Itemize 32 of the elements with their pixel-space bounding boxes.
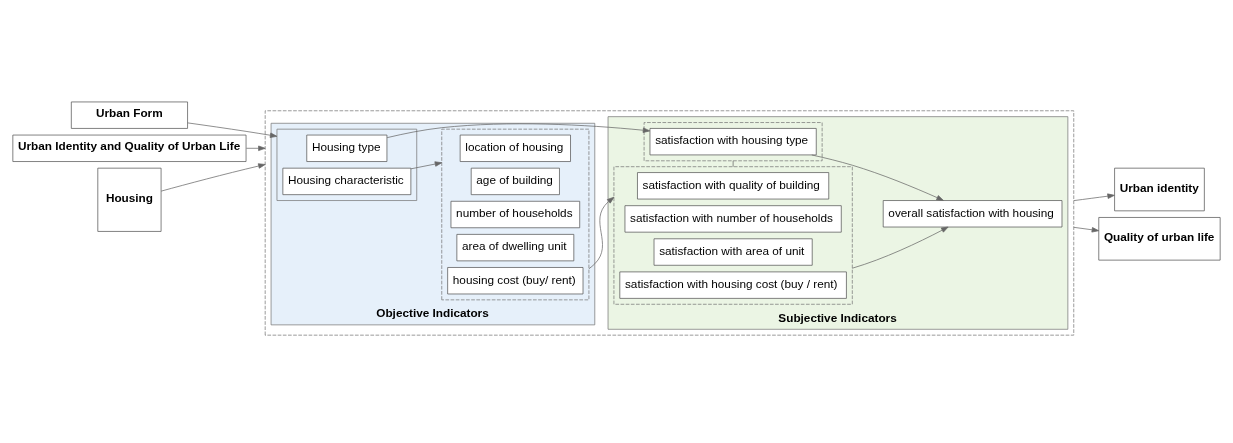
node-box: Quality of urban life (1098, 217, 1221, 261)
cluster (276, 128, 418, 201)
connector (732, 160, 734, 168)
node-box: Urban Identity and Quality of Urban Life (12, 134, 247, 162)
node-box: age of building (470, 167, 560, 195)
node-box: satisfaction with area of unit (653, 238, 813, 266)
node-box: overall satisfaction with housing (882, 200, 1063, 228)
node-box: area of dwelling unit (456, 234, 575, 262)
node-box: housing cost (buy/ rent) (447, 267, 584, 295)
node-box: Urban Form (70, 101, 188, 129)
cluster (441, 128, 590, 301)
cluster (264, 110, 1075, 336)
arrow (1073, 226, 1100, 233)
node-box: satisfaction with housing type (649, 128, 817, 156)
arrow (1073, 193, 1115, 201)
node-box: satisfaction with number of households (624, 205, 842, 233)
node-box: Housing characteristic (282, 167, 412, 195)
node-box: Urban identity (1114, 167, 1205, 212)
node-box: Housing type (306, 134, 388, 162)
node-box: Housing (97, 167, 162, 232)
arrow (851, 226, 949, 269)
arrow (410, 161, 443, 170)
arrow (811, 154, 944, 201)
node-box: location of housing (459, 134, 571, 162)
node-box: satisfaction with housing cost (buy / rent) (619, 271, 847, 299)
arrow (187, 122, 278, 138)
arrow (160, 163, 266, 192)
arrow (386, 123, 651, 139)
cluster (613, 166, 853, 305)
node-box: number of households (450, 200, 581, 229)
arrow (246, 145, 266, 151)
node-box: satisfaction with quality of building (637, 172, 830, 200)
